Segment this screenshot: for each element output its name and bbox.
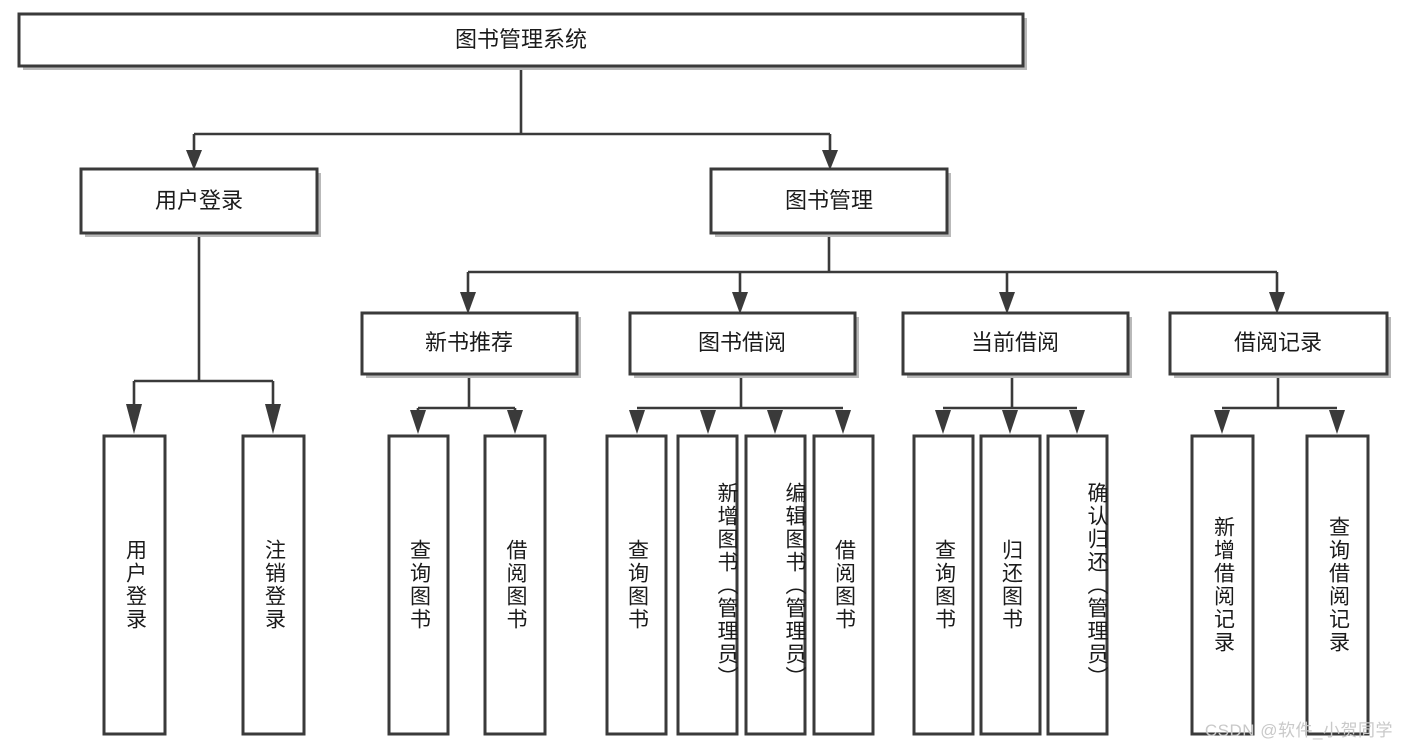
node-book-management-box (709, 167, 949, 235)
node-leaf-query-book-1-box[interactable] (387, 434, 450, 736)
connector-group (126, 66, 1345, 434)
node-borrow-record[interactable]: 借阅记录 (1168, 311, 1391, 378)
node-root-box (17, 12, 1025, 68)
node-current-borrow[interactable]: 当前借阅 (901, 311, 1132, 378)
node-current-borrow-label: 当前借阅 (971, 330, 1059, 355)
node-user-login-box (79, 167, 319, 235)
arrow-head-current-borrow (999, 292, 1015, 314)
node-leaf-logout-box[interactable] (241, 434, 306, 736)
arrow-head-leaf-query-record (1329, 410, 1345, 434)
node-leaf-add-book-box[interactable] (676, 434, 739, 736)
node-leaf-query-book-2-box[interactable] (605, 434, 668, 736)
node-user-login[interactable]: 用户登录 (79, 167, 321, 237)
arrow-head-leaf-edit-book (767, 410, 783, 434)
node-new-book-recommend-label: 新书推荐 (425, 330, 513, 355)
node-borrow-record-box (1168, 311, 1389, 376)
arrow-head-leaf-query-book-1 (410, 410, 426, 434)
arrow-head-leaf-query-book-2 (629, 410, 645, 434)
arrow-head-leaf-logout (265, 404, 281, 434)
node-leaf-query-record-box[interactable] (1305, 434, 1370, 736)
arrow-head-leaf-borrow-book-1 (507, 410, 523, 434)
node-leaf-user-login-box[interactable] (102, 434, 167, 736)
node-book-management-label: 图书管理 (785, 188, 873, 213)
node-leaf-return-book-box[interactable] (979, 434, 1042, 736)
arrow-head-leaf-add-record (1214, 410, 1230, 434)
arrow-head-leaf-borrow-book-2 (835, 410, 851, 434)
arrow-head-book-management (822, 150, 838, 170)
node-root[interactable]: 图书管理系统 (17, 12, 1027, 70)
node-new-book-recommend[interactable]: 新书推荐 (360, 311, 581, 378)
node-borrow-record-label: 借阅记录 (1234, 330, 1322, 355)
node-leaf-borrow-book-2-box[interactable] (812, 434, 875, 736)
node-book-management[interactable]: 图书管理 (709, 167, 951, 237)
node-leaf-edit-book-box[interactable] (744, 434, 807, 736)
node-book-borrow[interactable]: 图书借阅 (628, 311, 859, 378)
node-root-label: 图书管理系统 (455, 27, 587, 52)
arrow-head-user-login (186, 150, 202, 170)
arrow-head-borrow-record (1269, 292, 1285, 314)
arrow-head-leaf-add-book (700, 410, 716, 434)
node-current-borrow-box (901, 311, 1130, 376)
arrow-head-book-borrow (732, 292, 748, 314)
leaf-boxes (102, 434, 1370, 736)
csdn-watermark: CSDN @软件_小贺同学 (1204, 721, 1393, 740)
node-leaf-confirm-return-box[interactable] (1046, 434, 1109, 736)
arrow-head-leaf-query-book-3 (935, 410, 951, 434)
node-book-borrow-box (628, 311, 857, 376)
node-book-borrow-label: 图书借阅 (698, 330, 786, 355)
node-leaf-borrow-book-1-box[interactable] (483, 434, 547, 736)
node-user-login-label: 用户登录 (155, 188, 243, 213)
arrow-head-leaf-user-login (126, 404, 142, 434)
arrow-head-leaf-confirm-return (1069, 410, 1085, 434)
node-new-book-recommend-box (360, 311, 579, 376)
node-leaf-query-book-3-box[interactable] (912, 434, 975, 736)
arrow-head-new-book-recommend (460, 292, 476, 314)
arrow-head-leaf-return-book (1002, 410, 1018, 434)
node-leaf-add-record-box[interactable] (1190, 434, 1255, 736)
